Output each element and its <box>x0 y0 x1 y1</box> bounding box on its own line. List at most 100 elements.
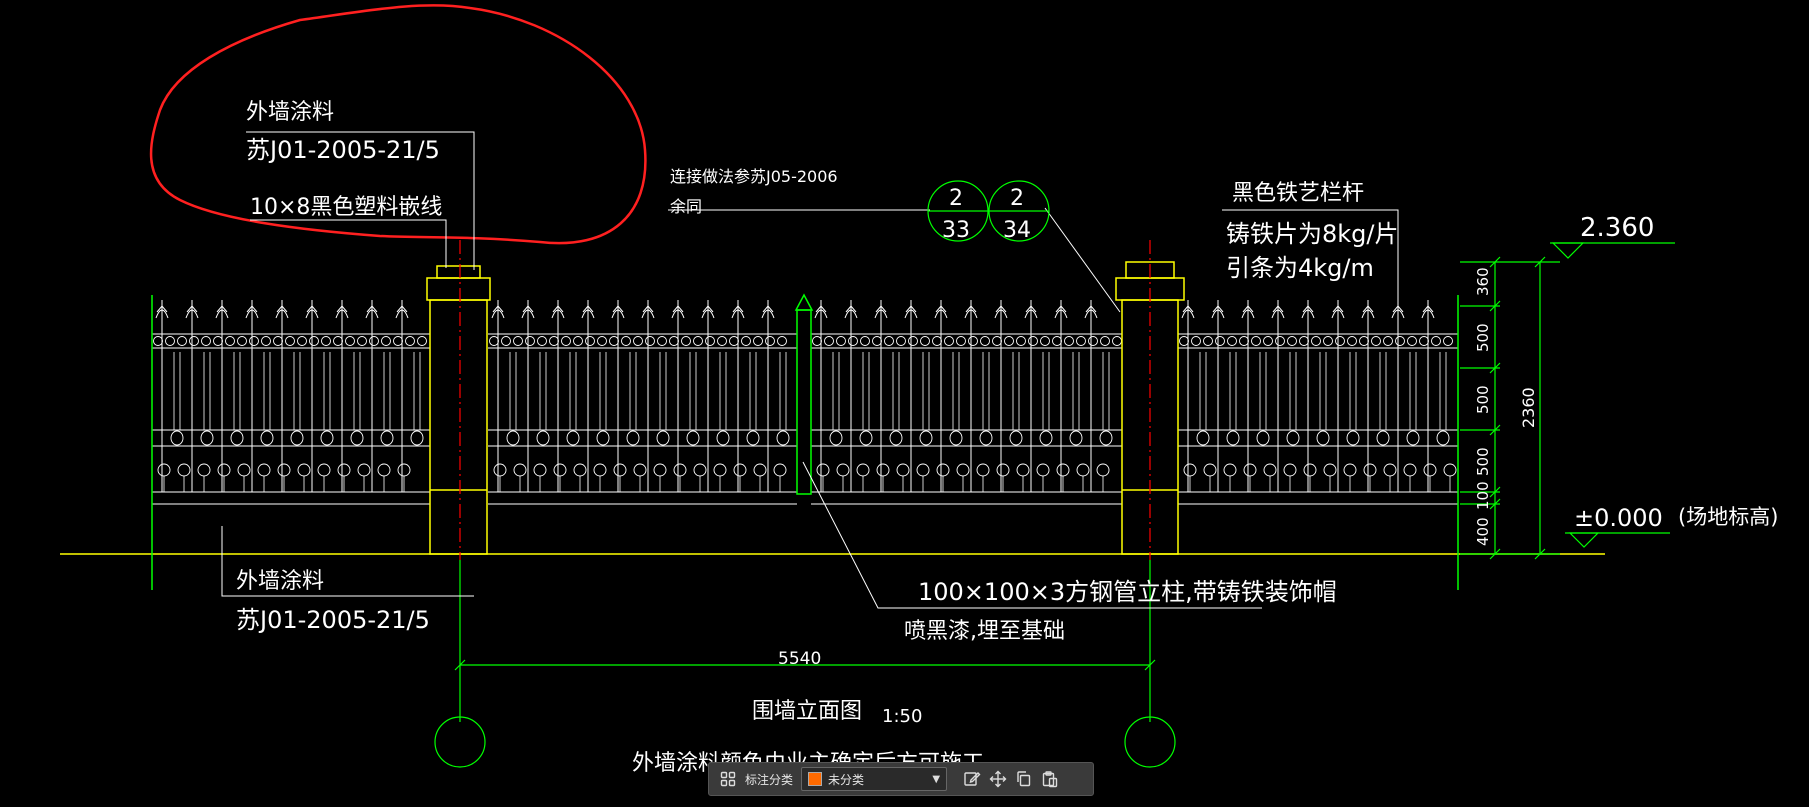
rail-scroll-ornament <box>1179 336 1189 346</box>
baluster-knot <box>1009 430 1023 446</box>
span-dimension-label: 5540 <box>778 649 821 669</box>
rail-scroll-ornament <box>345 336 355 346</box>
bottom-rosette <box>613 463 627 477</box>
rail-scroll-ornament <box>189 336 199 346</box>
edit-icon[interactable] <box>959 766 985 792</box>
rail-scroll-ornament <box>1431 336 1441 346</box>
rail-scroll-ornament <box>1088 336 1098 346</box>
category-select[interactable]: 未分类 ▼ <box>801 767 948 791</box>
drawing-title: 围墙立面图 <box>752 699 862 724</box>
rail-scroll-ornament <box>992 336 1002 346</box>
picket-finial <box>934 300 948 322</box>
dim-seg-6: 400 <box>1474 517 1492 546</box>
copy-icon[interactable] <box>1011 766 1037 792</box>
picket-spike <box>995 305 1007 313</box>
baluster-knot <box>686 430 700 446</box>
bottom-rosette <box>753 463 767 477</box>
paste-icon[interactable] <box>1037 766 1063 792</box>
picket-finial <box>1181 300 1195 322</box>
baluster-knot <box>1069 430 1083 446</box>
bottom-rosette <box>1423 463 1437 477</box>
picket-spike <box>492 305 504 313</box>
chevron-down-icon: ▼ <box>932 773 941 785</box>
rail-scroll-ornament <box>1407 336 1417 346</box>
rail-scroll-ornament <box>297 336 307 346</box>
picket-finial <box>1241 300 1255 322</box>
picket-finial <box>1211 300 1225 322</box>
rail-scroll-ornament <box>1016 336 1026 346</box>
bottom-rosette <box>1036 463 1050 477</box>
rail-scroll-ornament <box>693 336 703 346</box>
rail-scroll-ornament <box>1287 336 1297 346</box>
bottom-rosette <box>513 463 527 477</box>
bottom-rosette <box>493 463 507 477</box>
picket-finial <box>1084 300 1098 322</box>
baluster-knot <box>290 430 304 446</box>
rail-scroll-ornament <box>1112 336 1122 346</box>
rail-scroll-ornament <box>681 336 691 346</box>
baluster-knot <box>596 430 610 446</box>
picket-spike <box>935 305 947 313</box>
bottom-rosette <box>1223 463 1237 477</box>
middle-post <box>794 293 814 495</box>
rail-scroll-ornament <box>1203 336 1213 346</box>
rail-scroll-ornament <box>1419 336 1429 346</box>
picket-spike <box>336 305 348 313</box>
rail-scroll-ornament <box>1215 336 1225 346</box>
rail-scroll-ornament <box>417 336 427 346</box>
bottom-rosette <box>936 463 950 477</box>
rail-scroll-ornament <box>1191 336 1201 346</box>
bottom-rosette <box>1183 463 1197 477</box>
baluster-knot <box>1226 430 1240 446</box>
bottom-rosette <box>1443 463 1457 477</box>
picket-spike <box>246 305 258 313</box>
bottom-rosette <box>1016 463 1030 477</box>
bottom-rosette <box>856 463 870 477</box>
rail-scroll-ornament <box>980 336 990 346</box>
rail-scroll-ornament <box>1040 336 1050 346</box>
bottom-rosette <box>836 463 850 477</box>
bottom-rosette <box>816 463 830 477</box>
rail-scroll-ornament <box>381 336 391 346</box>
bottom-rosette <box>1203 463 1217 477</box>
rail-scroll-ornament <box>321 336 331 346</box>
top-left-note-3: 10×8黑色塑料嵌线 <box>250 195 442 220</box>
picket-finial <box>185 300 199 322</box>
picket-spike <box>875 305 887 313</box>
picket-spike <box>1025 305 1037 313</box>
bottom-rosette <box>1303 463 1317 477</box>
bottom-rosette <box>633 463 647 477</box>
rail-scroll-ornament <box>932 336 942 346</box>
bottom-rosette <box>197 463 211 477</box>
rail-scroll-ornament <box>1263 336 1273 346</box>
baluster-knot <box>746 430 760 446</box>
rail-scroll-ornament <box>896 336 906 346</box>
baluster-knot <box>1436 430 1450 446</box>
left-post <box>426 265 491 555</box>
bottom-rosette <box>553 463 567 477</box>
rail-scroll-ornament <box>1371 336 1381 346</box>
picket-finial <box>245 300 259 322</box>
bottom-rosette <box>297 463 311 477</box>
rail-scroll-ornament <box>177 336 187 346</box>
baluster-knot <box>776 430 790 446</box>
rail-scroll-ornament <box>1395 336 1405 346</box>
picket-spike <box>1422 305 1434 313</box>
railing-note-3: 引条为4kg/m <box>1226 254 1374 282</box>
picket-spike <box>186 305 198 313</box>
bottom-rosette <box>1343 463 1357 477</box>
picket-spike <box>702 305 714 313</box>
rail-scroll-ornament <box>669 336 679 346</box>
rail-scroll-ornament <box>237 336 247 346</box>
rail-scroll-ornament <box>597 336 607 346</box>
category-label: 标注分类 <box>745 772 794 787</box>
bottom-rosette <box>1403 463 1417 477</box>
rail-scroll-ornament <box>501 336 511 346</box>
move-icon[interactable] <box>985 766 1011 792</box>
grid-icon[interactable] <box>715 766 741 792</box>
picket-spike <box>216 305 228 313</box>
picket-finial <box>521 300 535 322</box>
rail-scroll-ornament <box>405 336 415 346</box>
picket-finial <box>155 300 169 322</box>
